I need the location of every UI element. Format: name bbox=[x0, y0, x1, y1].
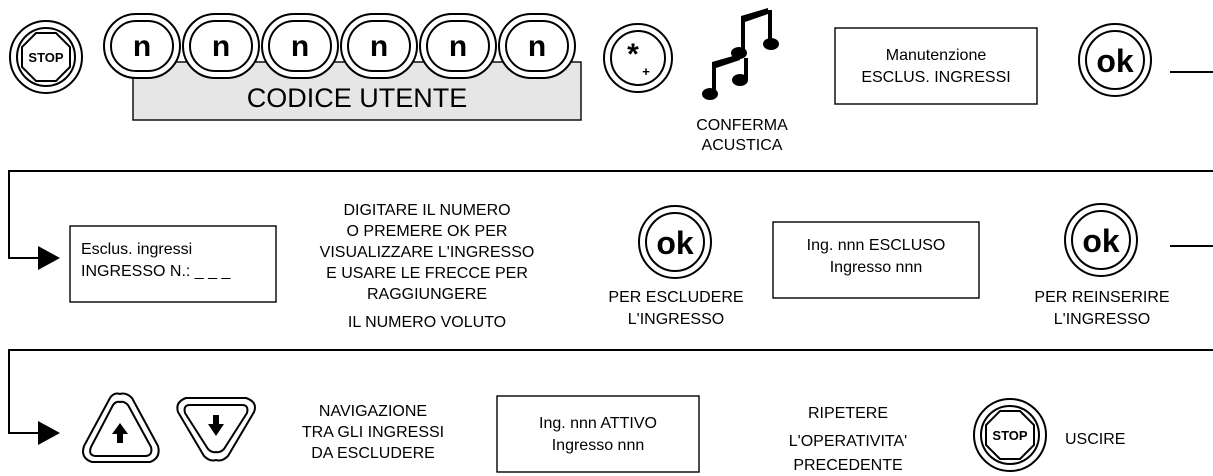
svg-text:DIGITARE IL NUMERO: DIGITARE IL NUMERO bbox=[343, 202, 510, 219]
display-exclusion-input: Esclus. ingressi INGRESSO N.: _ _ _ bbox=[69, 225, 277, 303]
svg-text:VISUALIZZARE L'INGRESSO: VISUALIZZARE L'INGRESSO bbox=[320, 244, 535, 261]
repeat-line3: PRECEDENTE bbox=[793, 457, 902, 474]
navigation-line2: TRA GLI INGRESSI bbox=[302, 424, 444, 441]
svg-text:n: n bbox=[291, 30, 309, 63]
star-key[interactable]: * + bbox=[603, 23, 673, 93]
svg-text:Ingresso nnn: Ingresso nnn bbox=[552, 437, 645, 454]
arrow-down-icon bbox=[208, 415, 224, 436]
digit-key-4[interactable]: n bbox=[340, 13, 418, 79]
stop-key-label: STOP bbox=[28, 50, 63, 65]
acoustic-confirm-line2: ACUSTICA bbox=[702, 137, 783, 154]
svg-text:n: n bbox=[370, 30, 388, 63]
ok-key-reinsert[interactable]: ok bbox=[1064, 203, 1138, 277]
arrow-up-key[interactable] bbox=[82, 392, 160, 463]
ok-key-confirm[interactable]: ok bbox=[1078, 23, 1152, 97]
ok-key-exclude[interactable]: ok bbox=[638, 205, 712, 279]
svg-text:n: n bbox=[449, 30, 467, 63]
arrow-down-key[interactable] bbox=[176, 397, 256, 462]
arrow-right-icon bbox=[38, 421, 60, 445]
arrow-right-icon bbox=[38, 246, 60, 270]
svg-text:Ing. nnn ATTIVO: Ing. nnn ATTIVO bbox=[539, 415, 657, 432]
svg-text:O PREMERE OK PER: O PREMERE OK PER bbox=[347, 223, 508, 240]
svg-text:Ing. nnn ESCLUSO: Ing. nnn ESCLUSO bbox=[807, 237, 946, 254]
svg-text:RAGGIUNGERE: RAGGIUNGERE bbox=[367, 286, 487, 303]
svg-text:n: n bbox=[212, 30, 230, 63]
svg-text:IL NUMERO VOLUTO: IL NUMERO VOLUTO bbox=[348, 314, 506, 331]
stop-key-exit[interactable]: STOP bbox=[973, 398, 1047, 472]
digit-key-5[interactable]: n bbox=[419, 13, 497, 79]
star-icon: * bbox=[627, 38, 639, 71]
svg-text:n: n bbox=[528, 30, 546, 63]
stop-key-label: STOP bbox=[992, 428, 1027, 443]
ok-key-label: ok bbox=[1096, 43, 1134, 79]
svg-text:ESCLUS. INGRESSI: ESCLUS. INGRESSI bbox=[861, 69, 1010, 86]
music-notes-icon bbox=[702, 8, 779, 100]
digit-key-2[interactable]: n bbox=[182, 13, 260, 79]
instruction-text: DIGITARE IL NUMERO O PREMERE OK PER VISU… bbox=[320, 202, 535, 331]
reinsert-caption-line1: PER REINSERIRE bbox=[1034, 289, 1169, 306]
navigation-line3: DA ESCLUDERE bbox=[311, 445, 435, 462]
reinsert-caption-line2: L'INGRESSO bbox=[1054, 311, 1150, 328]
svg-text:Ingresso nnn: Ingresso nnn bbox=[830, 259, 923, 276]
svg-text:Esclus. ingressi: Esclus. ingressi bbox=[81, 241, 192, 258]
svg-text:INGRESSO N.: _ _ _: INGRESSO N.: _ _ _ bbox=[81, 263, 231, 280]
svg-text:E USARE LE FRECCE PER: E USARE LE FRECCE PER bbox=[326, 265, 528, 282]
digit-key-3[interactable]: n bbox=[261, 13, 339, 79]
display-maintenance: Manutenzione ESCLUS. INGRESSI bbox=[834, 27, 1038, 105]
navigation-line1: NAVIGAZIONE bbox=[319, 403, 427, 420]
stop-key-start[interactable]: STOP bbox=[9, 20, 83, 94]
exclude-caption-line1: PER ESCLUDERE bbox=[608, 289, 743, 306]
exit-label: USCIRE bbox=[1065, 431, 1125, 448]
ok-key-label: ok bbox=[656, 225, 694, 261]
plus-icon: + bbox=[642, 64, 650, 79]
display-active: Ing. nnn ATTIVO Ingresso nnn bbox=[496, 395, 700, 473]
svg-text:Manutenzione: Manutenzione bbox=[886, 47, 987, 64]
arrow-up-icon bbox=[112, 423, 128, 443]
acoustic-confirm-line1: CONFERMA bbox=[696, 117, 788, 134]
repeat-line2: L'OPERATIVITA' bbox=[789, 433, 907, 450]
ok-key-label: ok bbox=[1082, 223, 1120, 259]
digit-keys: n n n n n n bbox=[103, 13, 576, 79]
digit-key-6[interactable]: n bbox=[498, 13, 576, 79]
digit-key-1[interactable]: n bbox=[103, 13, 181, 79]
svg-text:n: n bbox=[133, 30, 151, 63]
repeat-line1: RIPETERE bbox=[808, 405, 888, 422]
exclude-caption-line2: L'INGRESSO bbox=[628, 311, 724, 328]
display-excluded: Ing. nnn ESCLUSO Ingresso nnn bbox=[772, 221, 980, 299]
code-label: CODICE UTENTE bbox=[247, 83, 468, 113]
